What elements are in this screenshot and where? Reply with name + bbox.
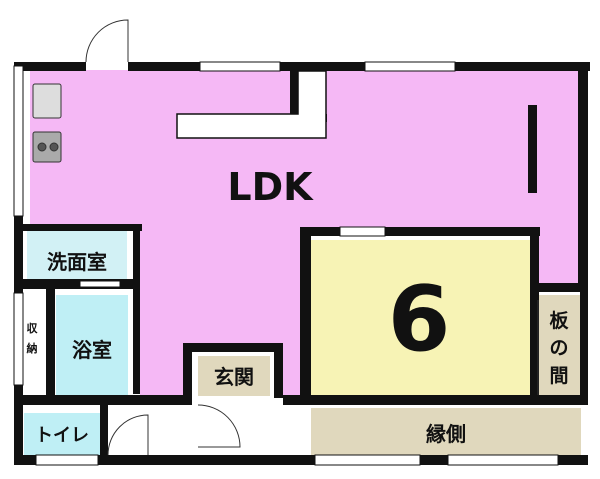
wall-top-left bbox=[14, 62, 86, 71]
washroom-area bbox=[27, 231, 127, 279]
window-tatami-top bbox=[339, 226, 386, 237]
wall-right bbox=[578, 62, 588, 287]
svg-text:間: 間 bbox=[549, 365, 568, 387]
bathroom-area bbox=[56, 295, 128, 395]
window-bottom-3 bbox=[447, 454, 559, 466]
wall-top-right bbox=[128, 62, 590, 71]
windows bbox=[13, 61, 559, 466]
svg-text:の: の bbox=[549, 337, 568, 359]
wall-wash-bottom bbox=[14, 279, 140, 289]
entrance-door-arc bbox=[197, 404, 241, 448]
wall-utility-h bbox=[14, 224, 142, 231]
sink bbox=[32, 83, 62, 119]
entry-door-arc bbox=[85, 19, 129, 63]
entrance-label: 玄関 bbox=[214, 365, 254, 389]
wall-bottom-outer bbox=[14, 455, 588, 465]
tatami-label: 6 bbox=[388, 267, 451, 372]
window-top-1 bbox=[199, 61, 281, 72]
toilet-label: トイレ bbox=[35, 425, 89, 446]
wall-entrance-top bbox=[183, 343, 283, 352]
kitchen-counter-top bbox=[290, 71, 298, 114]
stove bbox=[32, 131, 62, 163]
wall-tatami-top bbox=[300, 227, 540, 236]
window-top-2 bbox=[364, 61, 456, 72]
window-bottom-2 bbox=[314, 454, 421, 466]
wall-tatami-bottom bbox=[283, 395, 588, 405]
svg-text:納: 納 bbox=[27, 341, 38, 355]
svg-text:収: 収 bbox=[27, 322, 39, 335]
wall-right-lower bbox=[580, 283, 588, 398]
window-bath bbox=[79, 280, 121, 288]
doors bbox=[85, 19, 539, 456]
wood-floor-label: 板 の 間 bbox=[549, 309, 569, 387]
wall-tatami-left bbox=[300, 227, 311, 405]
window-storage bbox=[13, 292, 24, 386]
wood-floor-area bbox=[538, 295, 580, 395]
wall-entrance-right bbox=[274, 343, 283, 398]
tatami-area bbox=[311, 240, 530, 395]
veranda-area bbox=[311, 408, 581, 456]
window-left bbox=[13, 65, 24, 217]
wall-bottom-left bbox=[14, 395, 190, 405]
counters bbox=[176, 70, 327, 139]
kitchen-counter bbox=[176, 70, 327, 139]
room-fills bbox=[20, 70, 581, 457]
wall-utility-v bbox=[133, 224, 140, 394]
kitchen-fixtures bbox=[32, 83, 62, 163]
svg-text:板: 板 bbox=[549, 309, 569, 332]
storage-area bbox=[20, 295, 44, 385]
wall-toilet-right bbox=[100, 405, 108, 457]
washroom-label: 洗面室 bbox=[47, 250, 107, 274]
wall-wood-top bbox=[530, 283, 588, 292]
wall-tatami-right bbox=[530, 227, 539, 405]
storage-label: 収 納 bbox=[27, 322, 39, 355]
ldk-label: LDK bbox=[227, 165, 314, 209]
wall-entrance-left bbox=[183, 343, 192, 405]
bathroom-label: 浴室 bbox=[72, 338, 112, 362]
window-bottom-1 bbox=[35, 454, 99, 466]
veranda-label: 縁側 bbox=[426, 422, 466, 446]
toilet-area bbox=[24, 413, 100, 457]
entrance-area bbox=[198, 356, 270, 396]
toilet-door-arc bbox=[107, 414, 149, 456]
wall-bath-left bbox=[46, 289, 55, 395]
partition-wall bbox=[528, 105, 537, 193]
